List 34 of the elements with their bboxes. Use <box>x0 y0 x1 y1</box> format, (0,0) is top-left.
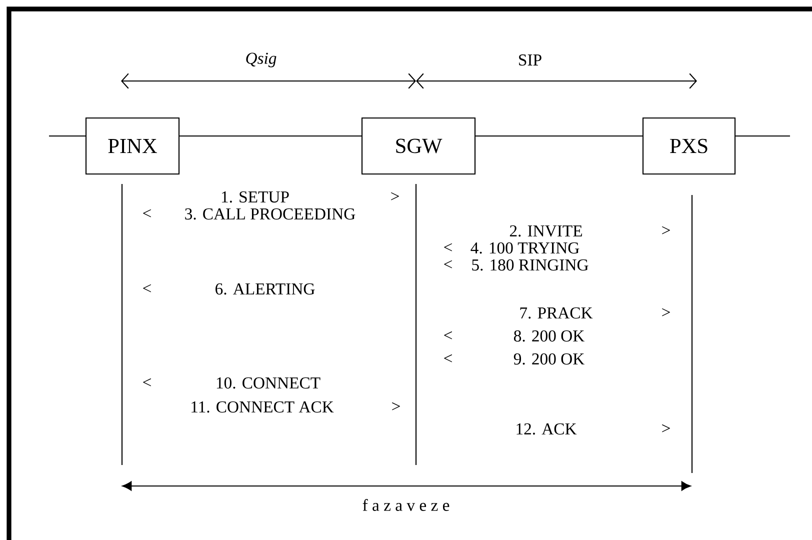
message-label: < <box>143 378 151 386</box>
message-label: 1. SETUP <box>222 191 289 203</box>
message-label: < <box>444 354 452 362</box>
entity-box: PXS <box>642 117 736 175</box>
connection-line <box>736 135 790 137</box>
message-label: SIP <box>519 54 542 66</box>
message-label: 2. INVITE <box>510 225 582 237</box>
phase-label: f a z a v e z e <box>362 499 450 511</box>
message-label: 5. 180 RINGING <box>472 259 588 271</box>
connection-line <box>49 135 86 137</box>
message-label: > <box>391 192 399 200</box>
entity-box: PINX <box>85 117 180 175</box>
message-label: 10. CONNECT <box>216 377 320 389</box>
message-label: 12. ACK <box>516 423 577 435</box>
message-label: > <box>662 226 670 234</box>
connection-line <box>476 135 642 137</box>
message-label: > <box>392 402 400 410</box>
message-label: 3. CALL PROCEEDING <box>185 208 356 220</box>
entity-box: SGW <box>361 117 476 175</box>
message-label: 7. PRACK <box>520 307 593 319</box>
message-label: 8. 200 OK <box>514 330 584 342</box>
message-label: < <box>444 331 452 340</box>
message-label: > <box>662 424 670 432</box>
message-label: 6. ALERTING <box>216 283 315 295</box>
message-label: 9. 200 OK <box>514 353 584 365</box>
connection-line <box>180 135 362 137</box>
message-label: < <box>143 284 151 292</box>
message-label: < <box>143 209 151 218</box>
protocol-label: Qsig <box>246 52 276 68</box>
message-label: < <box>444 243 452 252</box>
message-label: 4. 100 TRYING <box>470 242 580 254</box>
message-label: < <box>444 260 452 268</box>
message-label: 11. CONNECT ACK <box>192 401 334 413</box>
message-label: > <box>662 308 670 316</box>
